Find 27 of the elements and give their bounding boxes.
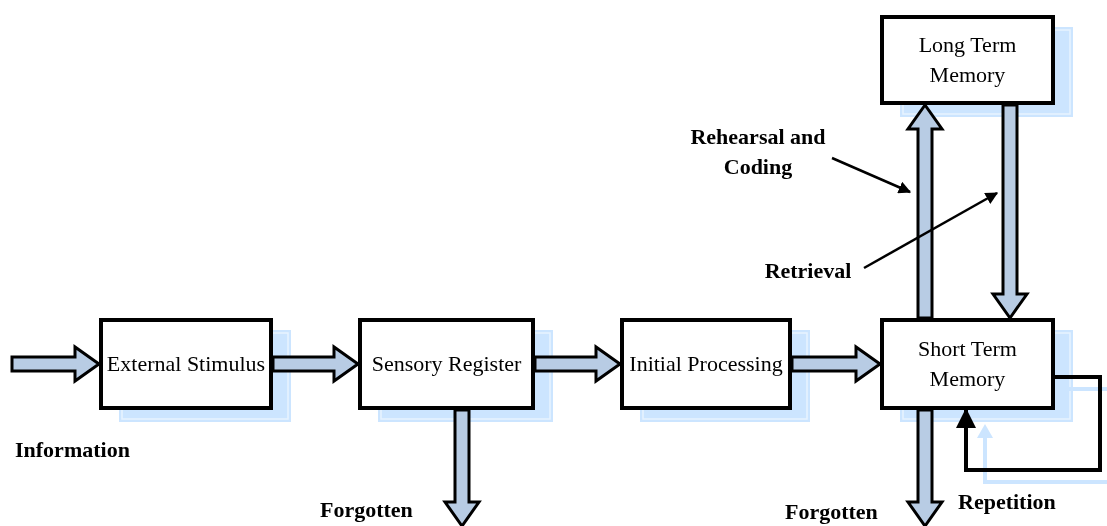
block-arrow	[10, 344, 102, 384]
annotation-text: Rehearsal and Coding	[684, 122, 832, 184]
block-arrow	[442, 408, 482, 526]
box-label: Short Term Memory	[917, 335, 1018, 393]
annotation-text: Retrieval	[752, 256, 864, 284]
loop-arrow	[956, 375, 1102, 472]
box-label: External Stimulus	[106, 350, 266, 378]
annotation-text: Repetition	[958, 489, 1056, 515]
block-arrow	[790, 344, 883, 384]
leader-line	[831, 156, 912, 194]
process-box	[620, 318, 792, 410]
annotation-text: Information	[15, 437, 130, 463]
process-box	[880, 15, 1055, 105]
block-arrow	[533, 344, 623, 384]
annotation-text: Forgotten	[785, 499, 878, 525]
block-arrow	[905, 102, 945, 320]
box-label: Sensory Register	[371, 350, 522, 378]
box-label: Initial Processing	[629, 350, 783, 378]
process-box	[880, 318, 1055, 410]
block-arrow	[990, 103, 1030, 321]
block-arrow	[271, 344, 361, 384]
annotation-text: Forgotten	[320, 497, 413, 523]
block-arrow	[905, 408, 945, 526]
process-box	[358, 318, 535, 410]
box-label: Long Term Memory	[917, 31, 1018, 89]
process-box	[99, 318, 273, 410]
leader-line	[863, 191, 999, 270]
